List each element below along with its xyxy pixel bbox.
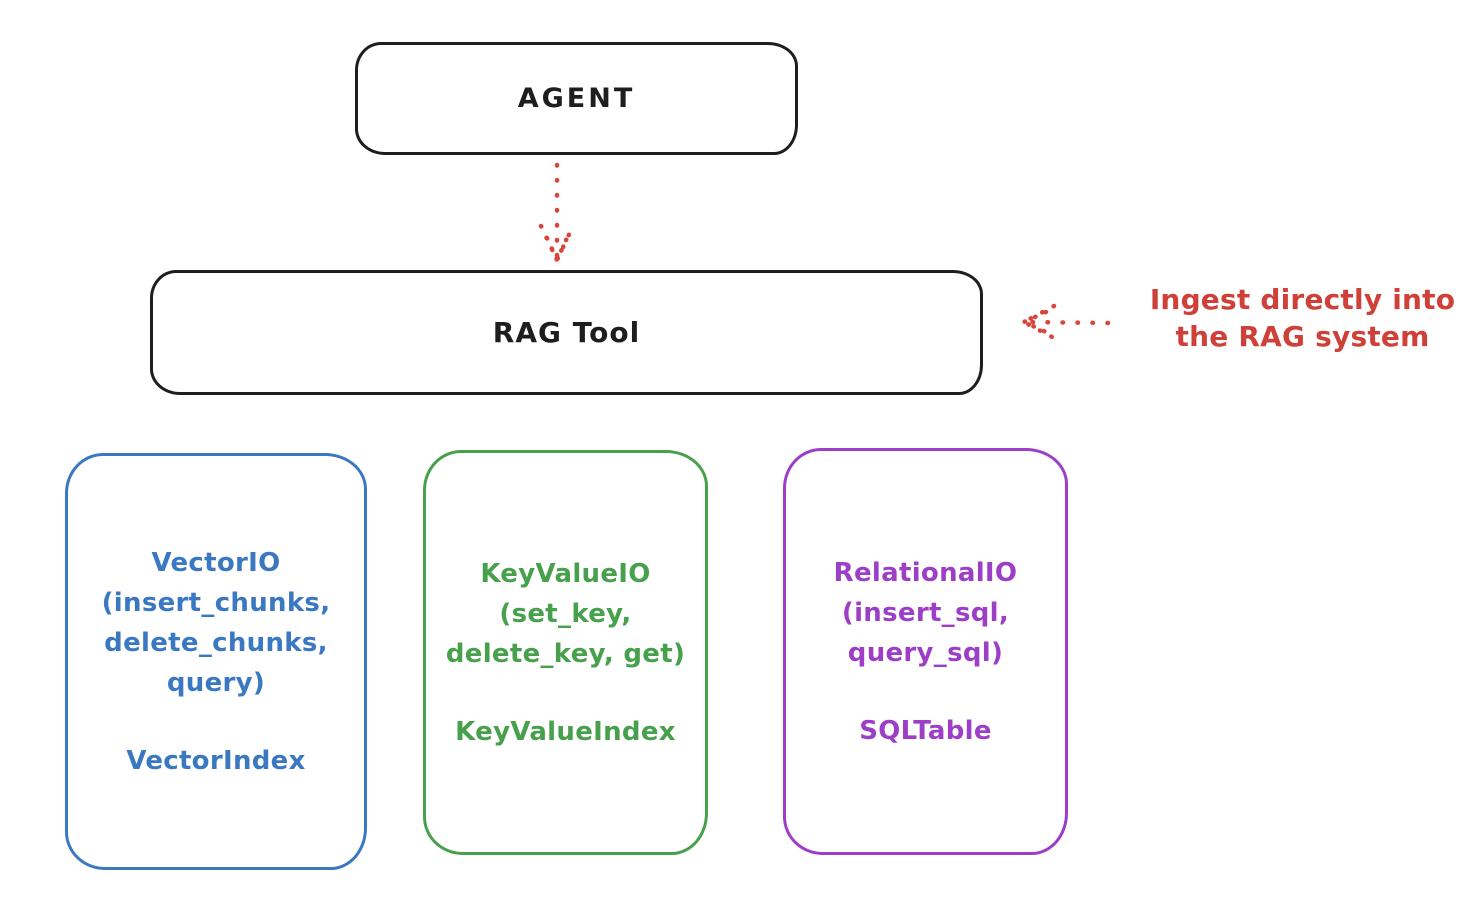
ingest-annotation-line1: Ingest directly into — [1149, 283, 1456, 316]
keyvalue-index-label: KeyValueIndex — [455, 716, 676, 747]
vector-io-method-line: query) — [166, 667, 266, 698]
keyvalue-io-methods: KeyValueIO (set_key, delete_key, get) — [446, 554, 685, 674]
vector-io-title: VectorIO — [151, 547, 281, 578]
agent-box: AGENT — [355, 42, 798, 155]
sql-table-label: SQLTable — [859, 715, 992, 746]
relational-io-method-line: query_sql) — [847, 637, 1004, 668]
vector-io-method-line: (insert_chunks, — [101, 587, 331, 618]
keyvalue-io-method-line: (set_key, — [499, 598, 632, 629]
rag-tool-box: RAG Tool — [150, 270, 983, 395]
rag-tool-label: RAG Tool — [492, 316, 641, 349]
relational-io-title: RelationalIO — [833, 557, 1018, 588]
relational-io-box: RelationalIO (insert_sql, query_sql) SQL… — [783, 448, 1068, 855]
dotted-down-arrow-icon — [538, 162, 576, 266]
ingest-annotation: Ingest directly into the RAG system — [1125, 281, 1480, 355]
keyvalue-io-method-line: delete_key, get) — [445, 638, 686, 669]
relational-io-method-line: (insert_sql, — [841, 597, 1010, 628]
vector-io-box: VectorIO (insert_chunks, delete_chunks, … — [65, 453, 367, 870]
dotted-left-arrow-icon — [1018, 303, 1111, 341]
vector-io-method-line: delete_chunks, — [104, 627, 328, 658]
relational-io-methods: RelationalIO (insert_sql, query_sql) — [834, 553, 1018, 673]
vector-io-methods: VectorIO (insert_chunks, delete_chunks, … — [102, 543, 331, 703]
vector-index-label: VectorIndex — [126, 745, 306, 776]
ingest-annotation-line2: the RAG system — [1175, 320, 1430, 353]
keyvalue-io-title: KeyValueIO — [480, 558, 651, 589]
agent-label: AGENT — [517, 83, 636, 114]
keyvalue-io-box: KeyValueIO (set_key, delete_key, get) Ke… — [423, 450, 708, 855]
